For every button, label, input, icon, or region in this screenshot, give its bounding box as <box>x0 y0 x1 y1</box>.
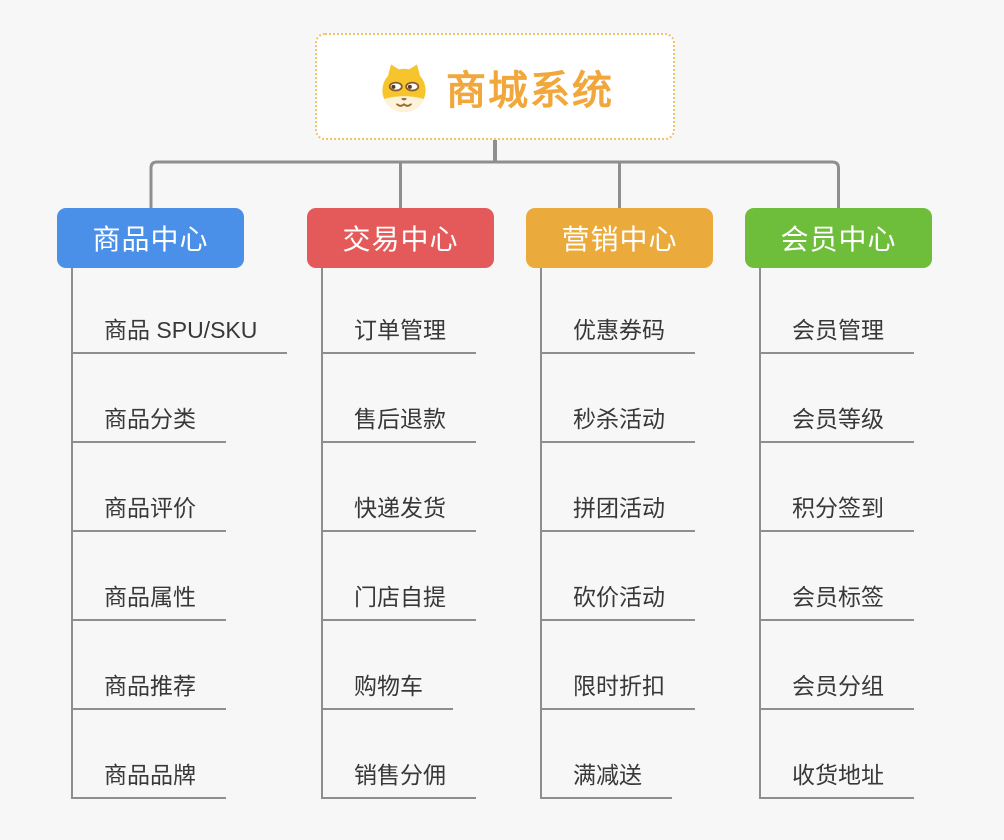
branch-label: 交易中心 <box>342 224 459 255</box>
branch-label: 会员中心 <box>780 224 897 255</box>
leaf-node[interactable]: 收货地址 <box>759 710 914 799</box>
leaf-node[interactable]: 商品属性 <box>71 532 226 621</box>
leaf-node[interactable]: 会员标签 <box>759 532 914 621</box>
leaf-label: 收货地址 <box>792 762 884 788</box>
leaf-list: 订单管理 售后退款 快递发货 门店自提 购物车 销售分佣 <box>321 268 476 799</box>
leaf-node[interactable]: 售后退款 <box>321 354 476 443</box>
branch-node-trade-center[interactable]: 交易中心 <box>307 208 494 268</box>
branch-trunk-line <box>321 268 323 799</box>
leaf-label: 秒杀活动 <box>573 406 665 432</box>
dog-face-icon <box>376 61 432 113</box>
branch-trade-center: 交易中心 订单管理 售后退款 快递发货 门店自提 购物车 销售分佣 <box>307 208 494 799</box>
leaf-node[interactable]: 订单管理 <box>321 268 476 354</box>
leaf-label: 积分签到 <box>792 495 884 521</box>
leaf-node[interactable]: 购物车 <box>321 621 453 710</box>
branch-trunk-line <box>759 268 761 799</box>
leaf-node[interactable]: 砍价活动 <box>540 532 695 621</box>
leaf-label: 满减送 <box>573 762 642 788</box>
leaf-list: 优惠券码 秒杀活动 拼团活动 砍价活动 限时折扣 满减送 <box>540 268 695 799</box>
leaf-label: 会员标签 <box>792 584 884 610</box>
root-title: 商城系统 <box>446 68 614 113</box>
branch-member-center: 会员中心 会员管理 会员等级 积分签到 会员标签 会员分组 收货地址 <box>745 208 932 799</box>
root-node[interactable]: 商城系统 <box>315 33 675 140</box>
leaf-label: 门店自提 <box>354 584 446 610</box>
leaf-label: 会员分组 <box>792 673 884 699</box>
leaf-node[interactable]: 会员管理 <box>759 268 914 354</box>
leaf-label: 砍价活动 <box>573 584 665 610</box>
branch-label: 营销中心 <box>561 224 678 255</box>
leaf-node[interactable]: 商品品牌 <box>71 710 226 799</box>
leaf-label: 会员等级 <box>792 406 884 432</box>
branch-trunk-line <box>71 268 73 799</box>
leaf-label: 商品推荐 <box>104 673 196 699</box>
leaf-label: 商品分类 <box>104 406 196 432</box>
leaf-label: 商品属性 <box>104 584 196 610</box>
leaf-label: 快递发货 <box>354 495 446 521</box>
leaf-node[interactable]: 优惠券码 <box>540 268 695 354</box>
leaf-label: 优惠券码 <box>573 317 665 343</box>
leaf-node[interactable]: 限时折扣 <box>540 621 695 710</box>
leaf-label: 销售分佣 <box>354 762 446 788</box>
leaf-list: 商品 SPU/SKU 商品分类 商品评价 商品属性 商品推荐 商品品牌 <box>71 268 288 799</box>
branch-node-product-center[interactable]: 商品中心 <box>57 208 244 268</box>
leaf-label: 商品品牌 <box>104 762 196 788</box>
branch-node-member-center[interactable]: 会员中心 <box>745 208 932 268</box>
leaf-node[interactable]: 商品评价 <box>71 443 226 532</box>
branch-trunk-line <box>540 268 542 799</box>
leaf-label: 商品评价 <box>104 495 196 521</box>
leaf-node[interactable]: 商品分类 <box>71 354 226 443</box>
leaf-node[interactable]: 快递发货 <box>321 443 476 532</box>
leaf-node[interactable]: 会员分组 <box>759 621 914 710</box>
leaf-node[interactable]: 拼团活动 <box>540 443 695 532</box>
leaf-list: 会员管理 会员等级 积分签到 会员标签 会员分组 收货地址 <box>759 268 914 799</box>
leaf-node[interactable]: 积分签到 <box>759 443 914 532</box>
leaf-label: 订单管理 <box>354 317 446 343</box>
leaf-label: 限时折扣 <box>573 673 665 699</box>
branch-marketing-center: 营销中心 优惠券码 秒杀活动 拼团活动 砍价活动 限时折扣 满减送 <box>526 208 713 799</box>
leaf-node[interactable]: 商品推荐 <box>71 621 226 710</box>
branch-label: 商品中心 <box>92 224 209 255</box>
leaf-node[interactable]: 门店自提 <box>321 532 476 621</box>
branch-node-marketing-center[interactable]: 营销中心 <box>526 208 713 268</box>
leaf-node[interactable]: 满减送 <box>540 710 672 799</box>
branch-bus-line <box>149 160 840 208</box>
leaf-node[interactable]: 商品 SPU/SKU <box>71 268 288 354</box>
leaf-label: 拼团活动 <box>573 495 665 521</box>
branch-product-center: 商品中心 商品 SPU/SKU 商品分类 商品评价 商品属性 商品推荐 商品品牌 <box>57 208 288 799</box>
leaf-label: 商品 SPU/SKU <box>104 317 258 343</box>
leaf-label: 会员管理 <box>792 317 884 343</box>
leaf-node[interactable]: 销售分佣 <box>321 710 476 799</box>
leaf-node[interactable]: 会员等级 <box>759 354 914 443</box>
leaf-label: 购物车 <box>354 673 423 699</box>
leaf-node[interactable]: 秒杀活动 <box>540 354 695 443</box>
leaf-label: 售后退款 <box>354 406 446 432</box>
